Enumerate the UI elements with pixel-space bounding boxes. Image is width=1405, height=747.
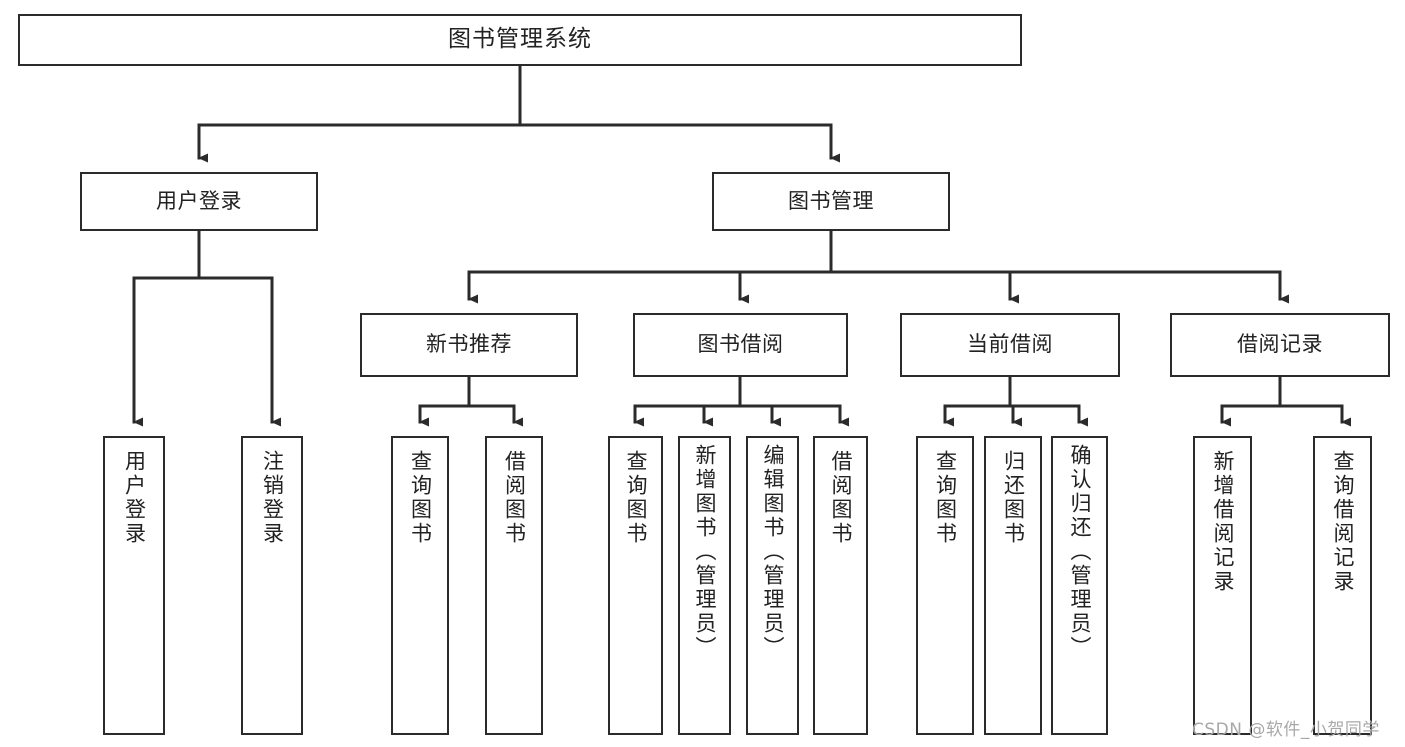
leaf-add-book-admin-label: 新增图书（管理员） xyxy=(693,444,717,660)
node-book-borrow[interactable]: 图书借阅 xyxy=(633,313,848,377)
node-current-borrow-label: 当前借阅 xyxy=(967,332,1053,357)
leaf-query-book-borrow-label: 查询图书 xyxy=(624,450,648,546)
node-new-book-recommend-label: 新书推荐 xyxy=(426,332,512,357)
leaf-return-book[interactable]: 归还图书 xyxy=(984,436,1042,735)
leaf-query-book-current-label: 查询图书 xyxy=(933,450,958,546)
leaf-confirm-return-admin[interactable]: 确认归还（管理员） xyxy=(1051,436,1108,735)
leaf-add-borrow-record-label: 新增借阅记录 xyxy=(1211,450,1235,594)
leaf-edit-book-admin[interactable]: 编辑图书（管理员） xyxy=(746,436,799,735)
leaf-return-book-label: 归还图书 xyxy=(1001,450,1026,546)
node-new-book-recommend[interactable]: 新书推荐 xyxy=(360,313,578,377)
leaf-logout-login-label: 注销登录 xyxy=(260,450,285,546)
leaf-confirm-return-admin-label: 确认归还（管理员） xyxy=(1068,444,1092,660)
node-current-borrow[interactable]: 当前借阅 xyxy=(900,313,1120,377)
leaf-add-borrow-record[interactable]: 新增借阅记录 xyxy=(1193,436,1252,735)
node-user-login[interactable]: 用户登录 xyxy=(80,172,318,231)
leaf-user-login[interactable]: 用户登录 xyxy=(103,436,165,735)
node-borrow-record[interactable]: 借阅记录 xyxy=(1170,313,1390,377)
leaf-query-book-newbook-label: 查询图书 xyxy=(408,450,433,546)
leaf-borrow-book-newbook-label: 借阅图书 xyxy=(502,450,527,546)
node-user-login-label: 用户登录 xyxy=(156,188,242,213)
leaf-query-book-current[interactable]: 查询图书 xyxy=(916,436,974,735)
leaf-borrow-book-label: 借阅图书 xyxy=(829,450,853,546)
node-borrow-record-label: 借阅记录 xyxy=(1237,332,1323,357)
leaf-user-login-label: 用户登录 xyxy=(122,450,147,546)
leaf-logout-login[interactable]: 注销登录 xyxy=(241,436,303,735)
leaf-query-book-borrow[interactable]: 查询图书 xyxy=(608,436,663,735)
leaf-query-borrow-record[interactable]: 查询借阅记录 xyxy=(1313,436,1372,735)
leaf-add-book-admin[interactable]: 新增图书（管理员） xyxy=(678,436,731,735)
leaf-borrow-book-newbook[interactable]: 借阅图书 xyxy=(485,436,543,735)
leaf-borrow-book[interactable]: 借阅图书 xyxy=(813,436,868,735)
leaf-edit-book-admin-label: 编辑图书（管理员） xyxy=(761,444,785,660)
node-root-label: 图书管理系统 xyxy=(448,26,592,53)
leaf-query-borrow-record-label: 查询借阅记录 xyxy=(1331,450,1355,594)
node-root-system[interactable]: 图书管理系统 xyxy=(18,14,1022,66)
node-book-management-label: 图书管理 xyxy=(788,188,874,213)
leaf-query-book-newbook[interactable]: 查询图书 xyxy=(391,436,449,735)
node-book-management[interactable]: 图书管理 xyxy=(712,172,950,231)
node-book-borrow-label: 图书借阅 xyxy=(697,332,784,357)
csdn-watermark: CSDN @软件_小贺同学 xyxy=(1192,720,1380,740)
